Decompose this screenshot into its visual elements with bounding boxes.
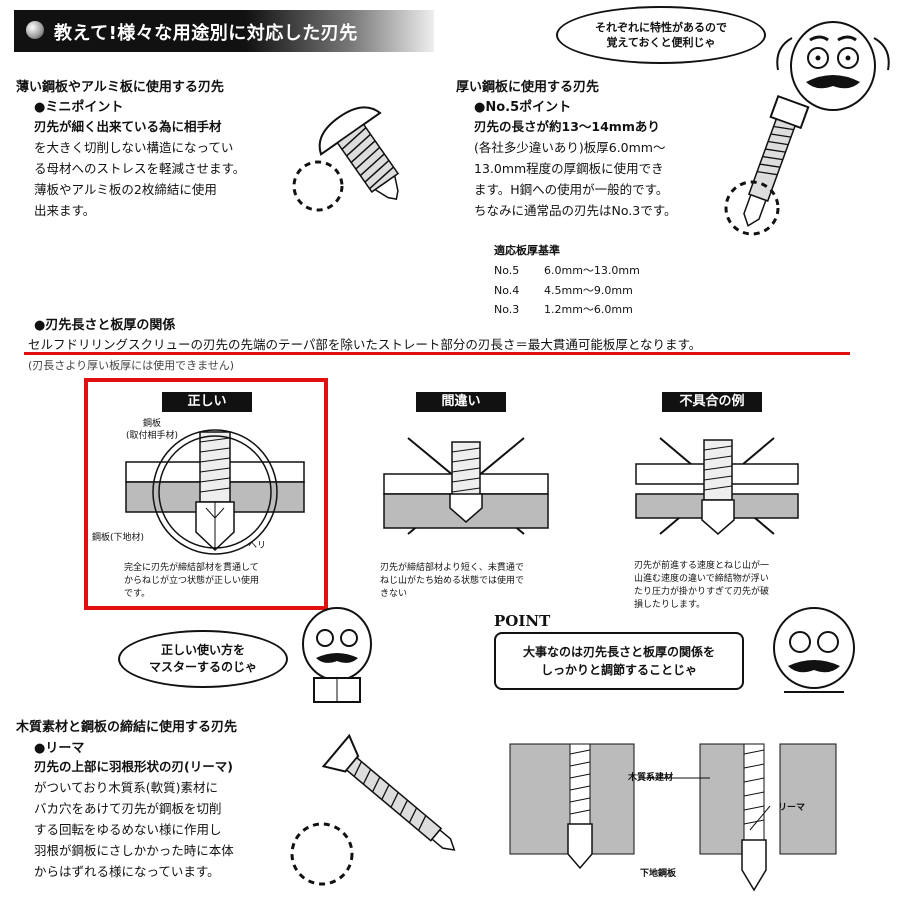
bubble-line: マスターするのじゃ [148, 660, 257, 674]
professor-character-icon [302, 607, 372, 703]
correct-panel-highlight [84, 378, 328, 610]
label-line: 鋼板 [143, 419, 162, 429]
spec-title: 適応板厚基準 [494, 244, 560, 257]
spec-name: No.5 [494, 264, 520, 277]
text-line: 13.0mm程度の厚鋼板に使用でき [474, 161, 664, 176]
panel-label-correct: 正しい [162, 392, 252, 412]
spec-name: No.4 [494, 284, 520, 297]
relation-statement: セルフドリリングスクリューの刃先の先端のテーパ部を除いたストレート部分の刃長さ＝… [28, 337, 702, 352]
text-line: を大きく切削しない構造になってい [34, 140, 234, 155]
defect-diagram [635, 437, 799, 535]
panel-label-defect: 不具合の例 [662, 392, 762, 412]
label-wood-material: 木質系建材 [628, 773, 674, 783]
relation-note: (刃長さより厚い板厚には使用できません) [28, 359, 235, 372]
section-header: 教えて!様々な用途別に対応した刃先 [14, 10, 434, 52]
thin-heading: 薄い鋼板やアルミ板に使用する刃先 [16, 80, 224, 95]
label-reamer: リーマ [778, 803, 806, 813]
point-title: POINT [494, 612, 551, 630]
wood-subheading: ●リーマ [34, 741, 85, 756]
label-steel-base: 下地鋼板 [640, 869, 677, 879]
text-line: 刃先の長さが約13～14mmあり [474, 119, 660, 134]
top-plate-label: 鋼板 (取付相手材) [126, 418, 178, 442]
text-line: ちなみに通常品の刃先はNo.3です。 [474, 203, 677, 218]
thick-subheading: ●No.5ポイント [474, 100, 572, 115]
caption-defect: 刃先が前進する速度とねじ山が一 山進む速度の違いで締結物が浮い たり圧力が掛かり… [634, 560, 804, 612]
wood-heading: 木質素材と鋼板の締結に使用する刃先 [16, 720, 238, 735]
speech-bubble-middle: 正しい使い方を マスターするのじゃ [118, 630, 288, 688]
point-box: 大事なのは刃先長さと板厚の関係を しっかりと調節することじゃ [494, 632, 744, 690]
label-line: (取付相手材) [126, 431, 179, 441]
caption-line: からねじが立つ状態が正しい使用 [124, 576, 260, 586]
text-line: る母材へのストレスを軽減させます。 [34, 161, 246, 176]
thin-subheading: ●ミニポイント [34, 100, 124, 115]
caption-correct: 完全に刃先が締結部材を貫通して からねじが立つ状態が正しい使用 です。 [124, 562, 314, 601]
text-line: 出来ます。 [34, 203, 96, 218]
professor-character-icon [776, 21, 890, 111]
spec-range: 6.0mm～13.0mm [544, 264, 640, 277]
caption-line: です。 [124, 589, 151, 599]
text-line: (各社多少違いあり)板厚6.0mm～ [474, 140, 666, 155]
panel-label-wrong: 間違い [416, 392, 506, 412]
text-line: 刃先の上部に羽根形状の刃(リーマ) [34, 759, 233, 774]
bubble-line: 覚えておくと便利じゃ [606, 36, 716, 49]
bullet-icon [26, 21, 44, 39]
spec-row: No.4 4.5mm～9.0mm [494, 282, 633, 300]
text-line: 羽根が鋼板にさしかかった時に本体 [34, 843, 234, 858]
point-line: 大事なのは刃先長さと板厚の関係を [522, 645, 715, 659]
text-line: 刃先が細く出来ている為に相手材 [34, 119, 222, 134]
wood-steel-diagram [509, 743, 837, 892]
bottom-plate-label: 鋼板(下地材) [92, 533, 145, 543]
speech-bubble-top: それぞれに特性があるので 覚えておくと便利じゃ [556, 6, 766, 64]
no5-point-screw-illustration [724, 94, 810, 236]
bubble-line: 正しい使い方を [160, 643, 245, 657]
correct-diagram [125, 429, 305, 555]
header-title: 教えて!様々な用途別に対応した刃先 [54, 23, 358, 44]
wrong-diagram [383, 437, 549, 535]
spec-name: No.3 [494, 303, 520, 316]
thin-description: 刃先が細く出来ている為に相手材 を大きく切削しない構造になってい る母材へのスト… [34, 116, 294, 221]
caption-line: ねじ山がたち始める状態では使用で [380, 576, 525, 586]
relation-heading: ●刃先長さと板厚の関係 [34, 318, 176, 333]
spec-range: 1.2mm～6.0mm [544, 303, 633, 316]
caption-line: たり圧力が掛かりすぎて刃先が破 [634, 587, 770, 597]
text-line: 薄板やアルミ板の2枚締結に使用 [34, 182, 217, 197]
text-line: がついており木質系(軟質)素材に [34, 780, 219, 795]
professor-character-icon [773, 607, 855, 693]
point-line: しっかりと調節することじゃ [540, 663, 697, 677]
caption-wrong: 刃先が締結部材より短く、未貫通で ねじ山がたち始める状態では使用で きない [380, 562, 560, 601]
caption-line: 損したりします。 [634, 600, 706, 610]
thick-description: 刃先の長さが約13～14mmあり (各社多少違いあり)板厚6.0mm～ 13.0… [474, 116, 724, 221]
thick-heading: 厚い鋼板に使用する刃先 [456, 80, 600, 95]
red-underline [24, 352, 850, 355]
spec-row: No.3 1.2mm～6.0mm [494, 301, 633, 319]
text-line: からはずれる様になっています。 [34, 864, 220, 879]
caption-line: 山進む速度の違いで締結物が浮い [634, 574, 769, 584]
spec-range: 4.5mm～9.0mm [544, 284, 633, 297]
bubble-line: それぞれに特性があるので [595, 21, 727, 34]
caption-line: 完全に刃先が締結部材を貫通して [124, 563, 259, 573]
wood-description: 刃先の上部に羽根形状の刃(リーマ) がついており木質系(軟質)素材に バカ穴をあ… [34, 756, 294, 882]
reamer-screw-illustration [290, 733, 456, 886]
caption-line: きない [380, 589, 408, 599]
text-line: バカ穴をあけて刃先が鋼板を切削 [34, 801, 222, 816]
caption-line: 刃先が前進する速度とねじ山が一 [634, 561, 770, 571]
text-line: ます。H鋼への使用が一般的です。 [474, 182, 669, 197]
caption-line: 刃先が締結部材より短く、未貫通で [380, 563, 524, 573]
edge-label: ヘリ [248, 541, 267, 551]
spec-row: No.5 6.0mm～13.0mm [494, 262, 640, 280]
mini-point-screw-illustration [292, 106, 400, 212]
text-line: する回転をゆるめない様に作用し [34, 822, 222, 837]
